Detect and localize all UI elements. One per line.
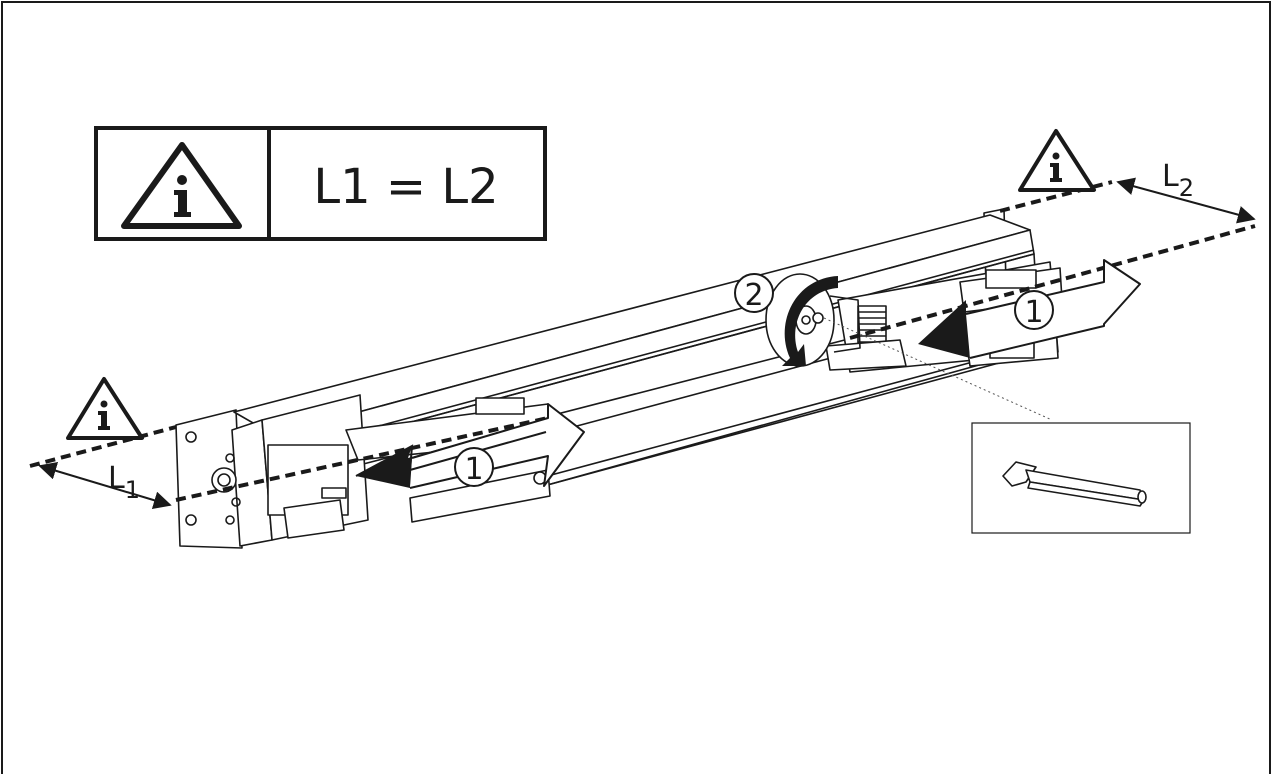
door-operator-rail <box>175 208 1063 549</box>
svg-text:L1: L1 <box>108 461 140 504</box>
info-warning-icon <box>121 142 242 229</box>
l2-subscript: 2 <box>1179 174 1194 202</box>
notice-box: L1 = L2 <box>94 126 547 241</box>
equation-label: L1 = L2 <box>313 159 498 215</box>
step-number: 1 <box>464 452 483 487</box>
info-warning-icon <box>1018 129 1096 192</box>
tool-inset <box>971 422 1191 534</box>
tool-leader <box>823 317 1053 421</box>
allen-key-icon <box>1002 461 1147 507</box>
step-callout-slide-left: 1 <box>454 447 494 487</box>
dimension-l1: L1 <box>38 461 172 509</box>
adjustment-wheel <box>765 273 861 367</box>
left-end-plate <box>175 409 243 549</box>
l1-label: L <box>108 461 125 496</box>
info-warning-icon <box>66 377 144 440</box>
step-number: 1 <box>1024 295 1043 330</box>
rotate-arrow <box>782 276 838 366</box>
step-number: 2 <box>744 278 763 313</box>
step-callout-rotate: 2 <box>734 273 774 313</box>
l1-subscript: 1 <box>125 476 140 504</box>
dimension-l2: L2 <box>1116 159 1256 224</box>
step-callout-slide-right: 1 <box>1014 290 1054 330</box>
svg-text:L2: L2 <box>1162 159 1194 202</box>
l2-label: L <box>1162 159 1179 194</box>
